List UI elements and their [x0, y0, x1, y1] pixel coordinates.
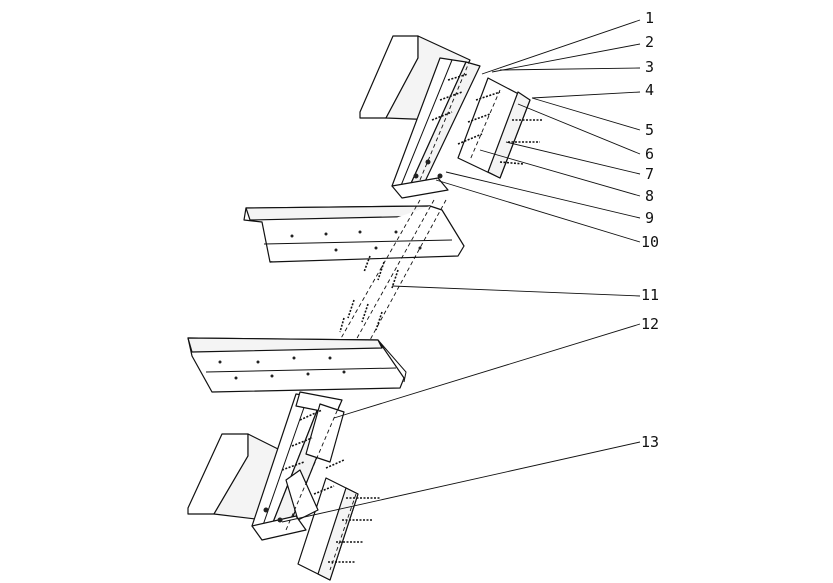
lower-bracket-assembly — [187, 391, 359, 581]
callout-11: 11 — [641, 286, 659, 304]
callout-2: 2 — [645, 33, 654, 51]
leader-lines — [281, 19, 641, 523]
callout-3: 3 — [645, 58, 654, 76]
callout-labels: 1 2 3 4 5 6 7 8 9 10 11 12 13 — [641, 9, 659, 451]
upper-bolts — [413, 73, 542, 179]
callout-8: 8 — [645, 187, 654, 205]
callout-5: 5 — [645, 121, 654, 139]
upper-c-channel — [243, 205, 465, 263]
lower-bolts — [263, 409, 380, 563]
callout-1: 1 — [645, 9, 654, 27]
callout-9: 9 — [645, 209, 654, 227]
lower-c-channel — [187, 337, 407, 393]
upper-bracket-assembly — [359, 35, 531, 199]
callout-4: 4 — [645, 81, 654, 99]
callout-10: 10 — [641, 233, 659, 251]
centre-bolt-lines — [339, 199, 447, 341]
callout-6: 6 — [645, 145, 654, 163]
callout-12: 12 — [641, 315, 659, 333]
callout-7: 7 — [645, 165, 654, 183]
callout-13: 13 — [641, 433, 659, 451]
